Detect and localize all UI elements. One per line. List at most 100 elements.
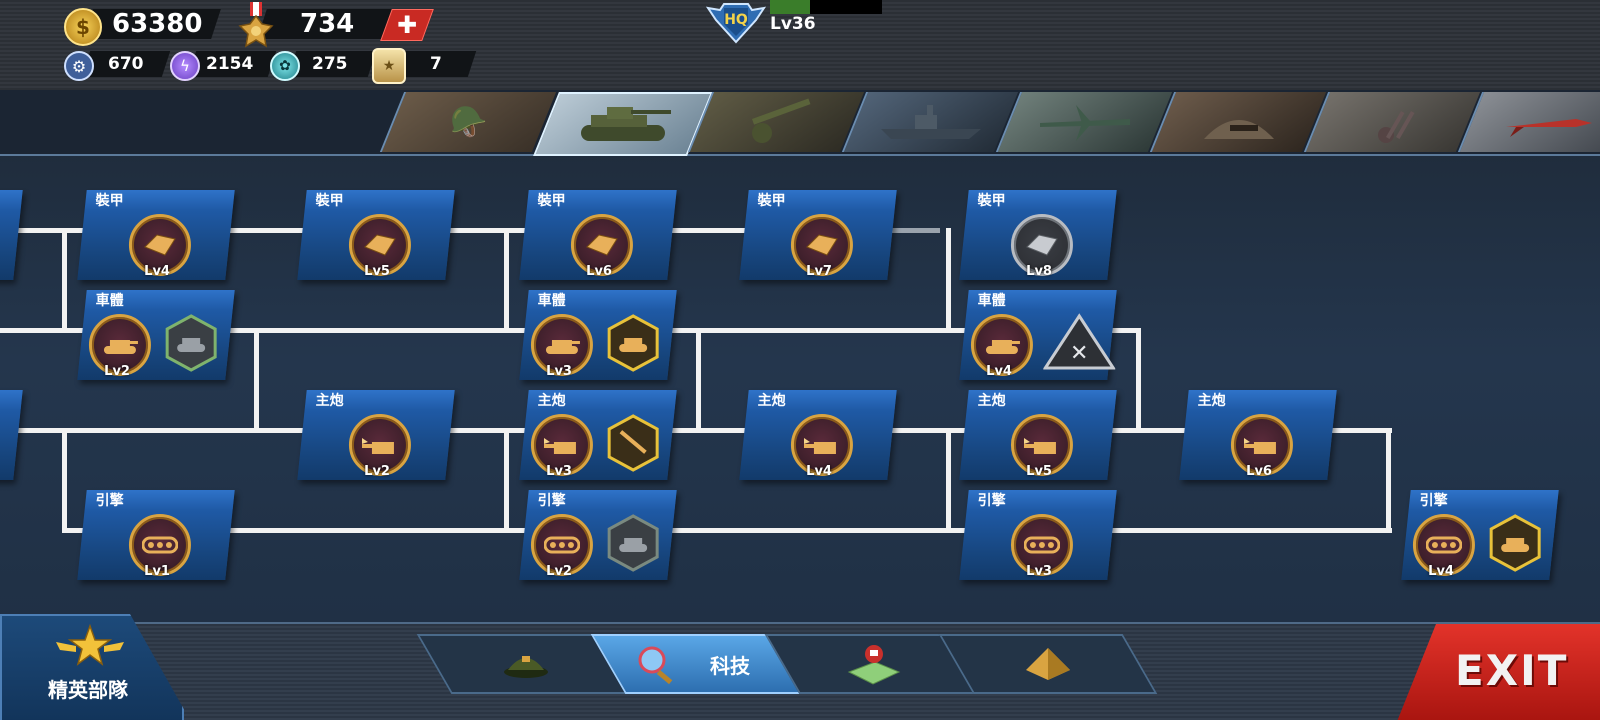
track-engine-icon xyxy=(1412,514,1475,576)
tech-card-hull-lv4[interactable]: 車體 Lv4 ✕ xyxy=(959,290,1117,380)
card-title: 車體 xyxy=(977,293,1006,309)
gold-coin-icon: $ xyxy=(64,8,102,46)
bottom-tab-officers[interactable] xyxy=(416,634,636,694)
card-level: Lv2 xyxy=(364,464,390,479)
connector-line xyxy=(254,328,259,432)
map-pin-icon xyxy=(847,645,901,685)
card-title: 主炮 xyxy=(315,393,344,409)
tech-card-armor-lv8[interactable]: 裝甲 Lv8 xyxy=(959,190,1117,280)
tech-card-cannon-lv5[interactable]: 主炮 Lv5 xyxy=(959,390,1117,480)
tech-card-armor-lv5[interactable]: 裝甲 Lv5 xyxy=(297,190,455,280)
rank-token-amount: 7 xyxy=(430,54,442,74)
hq-badge[interactable]: HQ xyxy=(705,0,767,44)
card-title: 裝甲 xyxy=(95,193,124,209)
tech-card-engine-lv3[interactable]: 引擎 Lv3 xyxy=(959,490,1117,580)
tech-card-engine-lv4[interactable]: 引擎 Lv4 xyxy=(1401,490,1559,580)
tech-card-cannon-lv6[interactable]: 主炮 Lv6 xyxy=(1179,390,1337,480)
tank-hull-icon xyxy=(88,314,151,376)
tank-hull-icon xyxy=(530,314,593,376)
tech-card-hull-lv2[interactable]: 車體 Lv2 xyxy=(77,290,235,380)
top-hud: $ 63380 734 ✚ ⚙ 670 ϟ 2154 xyxy=(0,0,1600,92)
category-tab-anti-air[interactable] xyxy=(1303,92,1481,152)
tech-card-partial xyxy=(0,190,23,280)
cannon-turret-icon xyxy=(1230,414,1293,476)
category-tab-missile[interactable] xyxy=(1457,92,1600,152)
winged-star-icon xyxy=(56,624,124,666)
soldier-icon: 🪖 xyxy=(450,104,488,140)
armor-plate-icon xyxy=(348,214,411,276)
card-title: 主炮 xyxy=(537,393,566,409)
svg-text:✕: ✕ xyxy=(1070,341,1088,366)
tech-card-cannon-lv2[interactable]: 主炮 Lv2 xyxy=(297,390,455,480)
category-tab-bunker[interactable] xyxy=(1149,92,1327,152)
card-level: Lv3 xyxy=(546,464,572,479)
connector-line xyxy=(696,328,701,432)
ship-icon xyxy=(881,105,981,139)
category-tab-air[interactable] xyxy=(995,92,1173,152)
cannon-icon xyxy=(752,98,811,143)
parts-icon: ✿ xyxy=(270,51,300,81)
tank-unit-locked-icon xyxy=(607,514,659,572)
category-tab-infantry[interactable]: 🪖 xyxy=(379,92,557,152)
missile-icon xyxy=(1506,119,1592,137)
bottom-tab-map[interactable] xyxy=(764,634,984,694)
card-level: Lv6 xyxy=(1246,464,1272,479)
card-title: 引擎 xyxy=(1419,493,1448,509)
bottom-tab-tech[interactable]: 科技 xyxy=(590,634,810,694)
track-engine-icon xyxy=(128,514,191,576)
tech-card-cannon-lv3[interactable]: 主炮 Lv3 xyxy=(519,390,677,480)
card-title: 引擎 xyxy=(977,493,1006,509)
card-level: Lv4 xyxy=(806,464,832,479)
connector-line xyxy=(62,528,1392,533)
pyramid-icon xyxy=(1026,648,1070,680)
card-title: 主炮 xyxy=(1197,393,1226,409)
connector-line xyxy=(504,428,509,532)
hq-label: HQ xyxy=(724,12,748,28)
rifle-unlocked-icon xyxy=(607,414,659,472)
card-level: Lv2 xyxy=(104,364,130,379)
tank-hull-icon xyxy=(970,314,1033,376)
tank-unit-unlocked-icon xyxy=(1489,514,1541,572)
card-title: 車體 xyxy=(537,293,566,309)
tank-icon xyxy=(581,107,671,141)
category-tab-tank[interactable] xyxy=(533,92,713,156)
exit-button[interactable] xyxy=(1396,624,1600,720)
card-level: Lv4 xyxy=(144,264,170,279)
card-title: 主炮 xyxy=(757,393,786,409)
connector-line-locked xyxy=(880,228,940,233)
connector-line xyxy=(504,228,509,332)
tech-card-cannon-lv4[interactable]: 主炮 Lv4 xyxy=(739,390,897,480)
connector-line xyxy=(946,428,951,532)
tech-card-engine-lv2[interactable]: 引擎 Lv2 xyxy=(519,490,677,580)
gold-amount: 63380 xyxy=(112,9,203,39)
buy-medals-button[interactable]: ✚ xyxy=(380,9,434,41)
officer-cap-icon xyxy=(504,656,548,678)
tech-card-hull-lv3[interactable]: 車體 Lv3 xyxy=(519,290,677,380)
card-title: 引擎 xyxy=(537,493,566,509)
medal-amount: 734 xyxy=(300,9,355,39)
rank-token-icon: ★ xyxy=(372,48,406,84)
category-tab-navy[interactable] xyxy=(841,92,1019,152)
plus-icon: ✚ xyxy=(396,11,418,39)
connector-line xyxy=(0,228,930,233)
hq-level: Lv36 xyxy=(770,14,816,34)
tech-magnifier-icon xyxy=(638,646,673,685)
tech-card-armor-lv6[interactable]: 裝甲 Lv6 xyxy=(519,190,677,280)
armor-plate-icon xyxy=(128,214,191,276)
tech-card-partial xyxy=(0,390,23,480)
category-tab-artillery[interactable] xyxy=(687,92,865,152)
connector-line xyxy=(1386,428,1391,532)
tech-card-armor-lv4[interactable]: 裝甲 Lv4 xyxy=(77,190,235,280)
tech-card-armor-lv7[interactable]: 裝甲 Lv7 xyxy=(739,190,897,280)
hq-progress-bar xyxy=(770,0,882,14)
tech-card-engine-lv1[interactable]: 引擎 Lv1 xyxy=(77,490,235,580)
card-title: 裝甲 xyxy=(315,193,344,209)
parts-amount: 275 xyxy=(312,54,348,74)
armor-plate-icon-locked xyxy=(1010,214,1073,276)
connector-line xyxy=(62,228,67,332)
card-title: 裝甲 xyxy=(977,193,1006,209)
card-level: Lv4 xyxy=(986,364,1012,379)
card-level: Lv1 xyxy=(144,564,170,579)
bottom-tab-pyramid[interactable] xyxy=(938,634,1158,694)
